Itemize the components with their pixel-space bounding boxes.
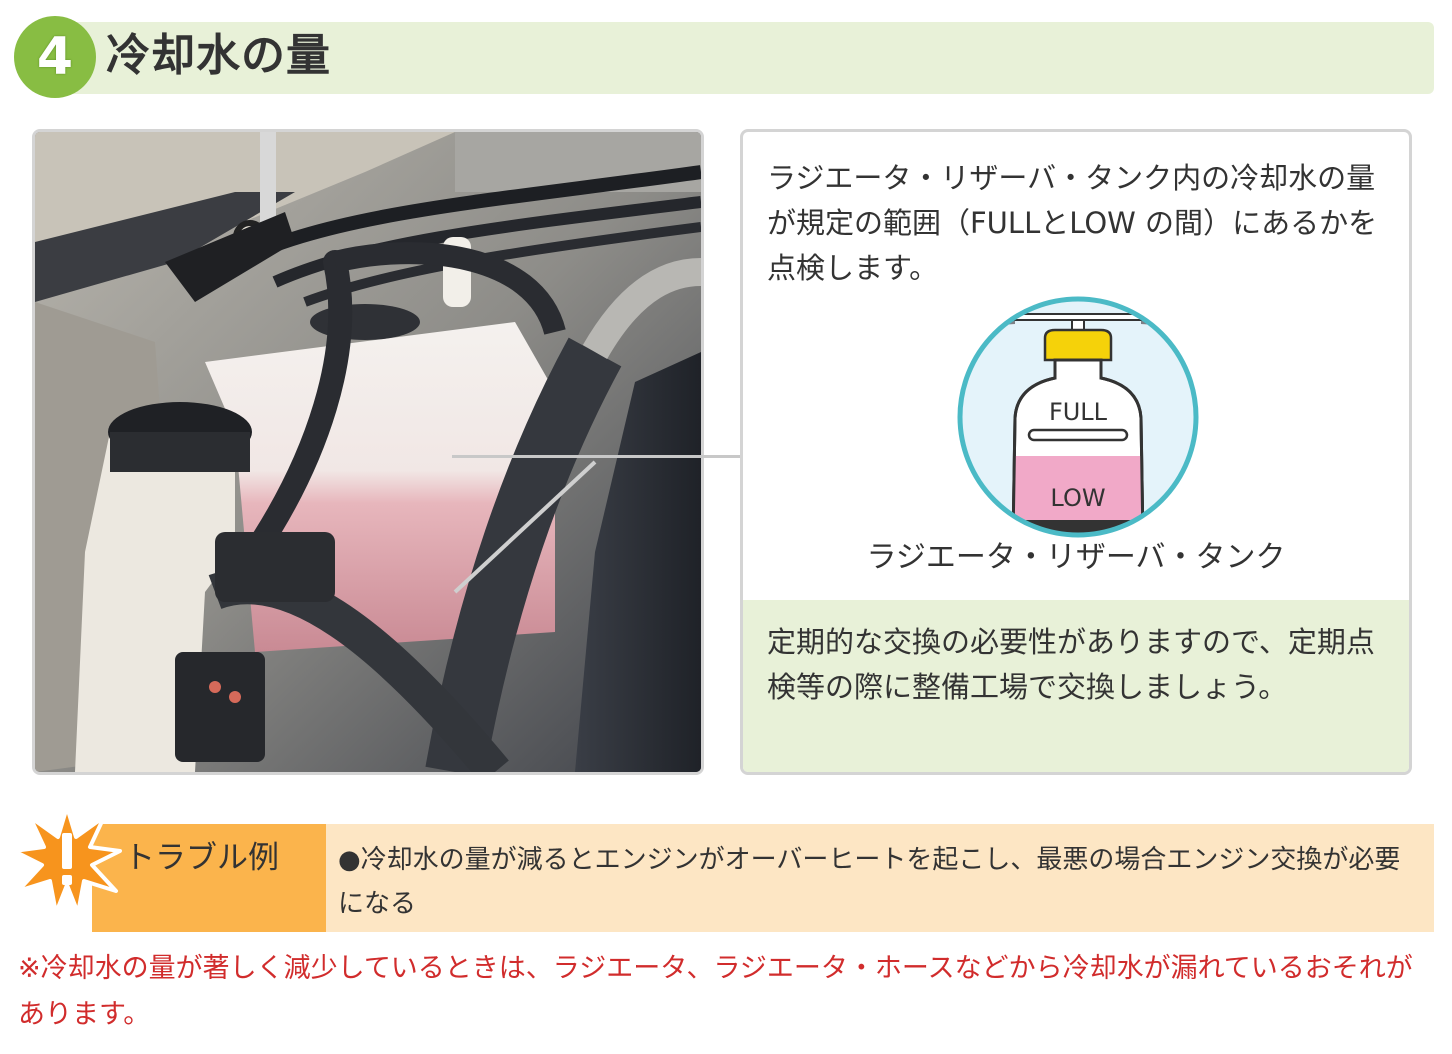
svg-text:LOW: LOW bbox=[1050, 484, 1105, 512]
trouble-label: トラブル例 bbox=[124, 840, 279, 876]
replacement-note-text: 定期的な交換の必要性がありますので、定期点検等の際に整備工場で交換しましょう。 bbox=[767, 625, 1375, 704]
engine-bay-photo bbox=[32, 129, 704, 775]
trouble-label-box bbox=[92, 824, 326, 932]
section-number-badge: 4 bbox=[14, 16, 96, 98]
svg-text:FULL: FULL bbox=[1049, 398, 1108, 426]
leak-warning-note: ※冷却水の量が著しく減少しているときは、ラジエータ、ラジエータ・ホースなどから冷… bbox=[18, 953, 1413, 1030]
replacement-note: 定期的な交換の必要性がありますので、定期点検等の際に整備工場で交換しましょう。 bbox=[743, 600, 1409, 772]
trouble-body-box bbox=[326, 824, 1434, 932]
reservoir-tank-diagram: FULL LOW bbox=[955, 294, 1201, 540]
section-title: 冷却水の量 bbox=[106, 30, 331, 81]
callout-connector-line bbox=[452, 455, 742, 458]
diagram-caption: ラジエータ・リザーバ・タンク bbox=[866, 540, 1286, 575]
inspection-description: ラジエータ・リザーバ・タンク内の冷却水の量が規定の範囲（FULLとLOW の間）… bbox=[767, 161, 1378, 285]
engine-photo-illustration bbox=[35, 132, 701, 772]
section-number: 4 bbox=[36, 27, 74, 87]
info-panel: ラジエータ・リザーバ・タンク内の冷却水の量が規定の範囲（FULLとLOW の間）… bbox=[740, 129, 1412, 775]
trouble-description: ●冷却水の量が減るとエンジンがオーバーヒートを起こし、最悪の場合エンジン交換が必… bbox=[338, 845, 1401, 919]
reservoir-tank-icon: FULL LOW bbox=[957, 296, 1199, 538]
section-header-bar bbox=[36, 22, 1434, 94]
exclamation-burst-icon bbox=[12, 805, 122, 915]
